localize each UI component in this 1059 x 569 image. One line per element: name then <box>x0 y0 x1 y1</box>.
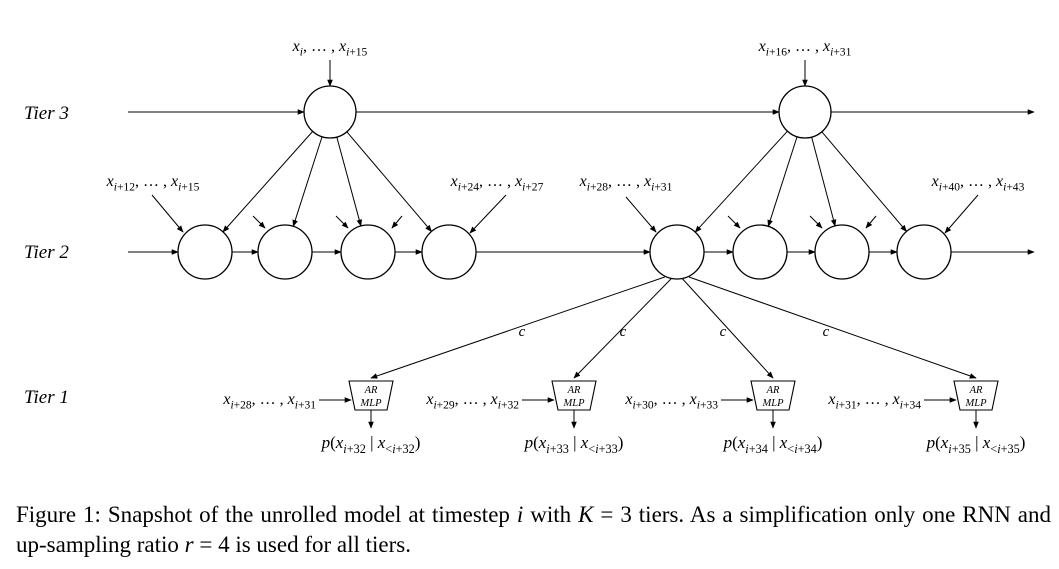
output-distribution-label-0: p(xi+32 | x<i+32) <box>321 433 421 456</box>
tier2-input-label-0: xi+12, … , xi+15 <box>106 173 200 193</box>
fan-t3a-0 <box>222 131 314 233</box>
tier2-tick-0 <box>252 215 266 229</box>
tier2-rnn-node-2 <box>340 224 396 280</box>
tier2-input-arrow-2 <box>625 196 657 233</box>
tier2-input-label-3: xi+40, … , xi+43 <box>931 173 1025 193</box>
tier2-tick-5 <box>865 215 877 229</box>
fan-t3b-4 <box>694 130 788 233</box>
mlp-label-bottom-2: MLP <box>762 398 785 409</box>
tier2-rnn-node-0 <box>177 224 233 280</box>
tier2-rnn-node-5 <box>732 224 788 280</box>
caption-var-i: i <box>516 502 524 527</box>
mlp-block-1 <box>551 380 597 411</box>
figure-caption: Figure 1: Snapshot of the unrolled model… <box>16 500 1051 560</box>
fan-t3a-3 <box>346 131 432 232</box>
tier2-label: Tier 2 <box>24 242 69 263</box>
conditioning-arrow-0 <box>370 276 665 379</box>
caption-var-k: K <box>578 502 594 527</box>
tier2-rnn-node-4 <box>649 224 705 280</box>
tier2-rnn-node-6 <box>814 224 870 280</box>
conditioning-label-1: c <box>620 324 627 340</box>
conditioning-arrow-2 <box>680 276 774 379</box>
tier3-label: Tier 3 <box>24 103 69 124</box>
output-distribution-label-3: p(xi+35 | x<i+35) <box>926 433 1026 456</box>
labels-layer: c c c cAR MLP AR MLP AR MLP AR MLP xi, … , xi+15 xi+… <box>106 38 1026 456</box>
caption-eq2: = 4 is used for all tiers. <box>193 532 411 557</box>
mlp-block-0 <box>348 380 394 411</box>
fan-t3b-5 <box>767 136 798 227</box>
tier2-tick-3 <box>727 215 741 229</box>
caption-prefix: Figure 1: Snapshot of the unrolled model… <box>16 502 517 527</box>
tier2-rnn-node-1 <box>257 224 313 280</box>
fan-t3a-2 <box>336 136 362 227</box>
tier2-input-label-1: xi+24, … , xi+27 <box>450 173 544 193</box>
tier1-input-label-2: xi+30, … , xi+33 <box>624 391 718 411</box>
tier3-rnn-node-1 <box>778 85 832 139</box>
caption-eq1: = 3 tiers. As a simplification only one … <box>16 502 1052 557</box>
tier2-input-label-2: xi+28, … , xi+31 <box>579 173 673 193</box>
tier1-input-label-0: xi+28, … , xi+31 <box>222 391 316 411</box>
fan-t3b-7 <box>821 131 907 232</box>
caption-var-r: r <box>184 532 194 557</box>
mlp-label-bottom-0: MLP <box>360 398 383 409</box>
mlp-label-top-0: AR <box>364 385 378 396</box>
mlp-label-top-2: AR <box>766 385 780 396</box>
tier1-input-label-3: xi+31, … , xi+34 <box>827 391 921 411</box>
conditioning-label-3: c <box>823 324 830 340</box>
mlp-label-bottom-3: MLP <box>965 398 988 409</box>
mlp-label-top-3: AR <box>969 385 983 396</box>
mlp-block-2 <box>750 380 796 411</box>
output-distribution-label-2: p(xi+34 | x<i+34) <box>723 433 823 456</box>
tier2-input-arrow-0 <box>151 194 184 233</box>
caption-mid: with <box>523 502 579 527</box>
tier2-tick-2 <box>391 215 403 229</box>
tier2-tick-1 <box>335 215 349 229</box>
tier3-input-label-0: xi, … , xi+15 <box>292 38 368 58</box>
fan-t3b-6 <box>811 137 837 227</box>
tier2-rnn-node-7 <box>896 224 952 280</box>
output-distribution-label-1: p(xi+33 | x<i+33) <box>524 433 624 456</box>
edges-layer <box>128 60 1035 429</box>
tier2-input-arrow-1 <box>469 194 507 234</box>
tier2-input-arrow-3 <box>944 194 979 234</box>
conditioning-arrow-3 <box>688 276 977 379</box>
tier1-label: Tier 1 <box>24 387 69 408</box>
fan-t3a-1 <box>292 136 323 227</box>
tier3-rnn-node-0 <box>303 85 357 139</box>
conditioning-label-0: c <box>519 324 526 340</box>
tier1-input-label-1: xi+29, … , xi+32 <box>425 391 519 411</box>
mlp-label-top-1: AR <box>567 385 581 396</box>
mlp-block-3 <box>953 380 999 411</box>
diagram-canvas: Tier 3 Tier 2 Tier 1 c c c cAR MLP AR MLP AR MLP… <box>24 38 1035 456</box>
tier2-rnn-node-3 <box>421 224 477 280</box>
tier3-input-label-1: xi+16, … , xi+31 <box>758 38 852 58</box>
tier2-tick-4 <box>809 215 823 229</box>
nodes-layer <box>177 85 999 411</box>
conditioning-arrow-1 <box>573 276 674 379</box>
mlp-label-bottom-1: MLP <box>563 398 586 409</box>
conditioning-label-2: c <box>720 324 727 340</box>
